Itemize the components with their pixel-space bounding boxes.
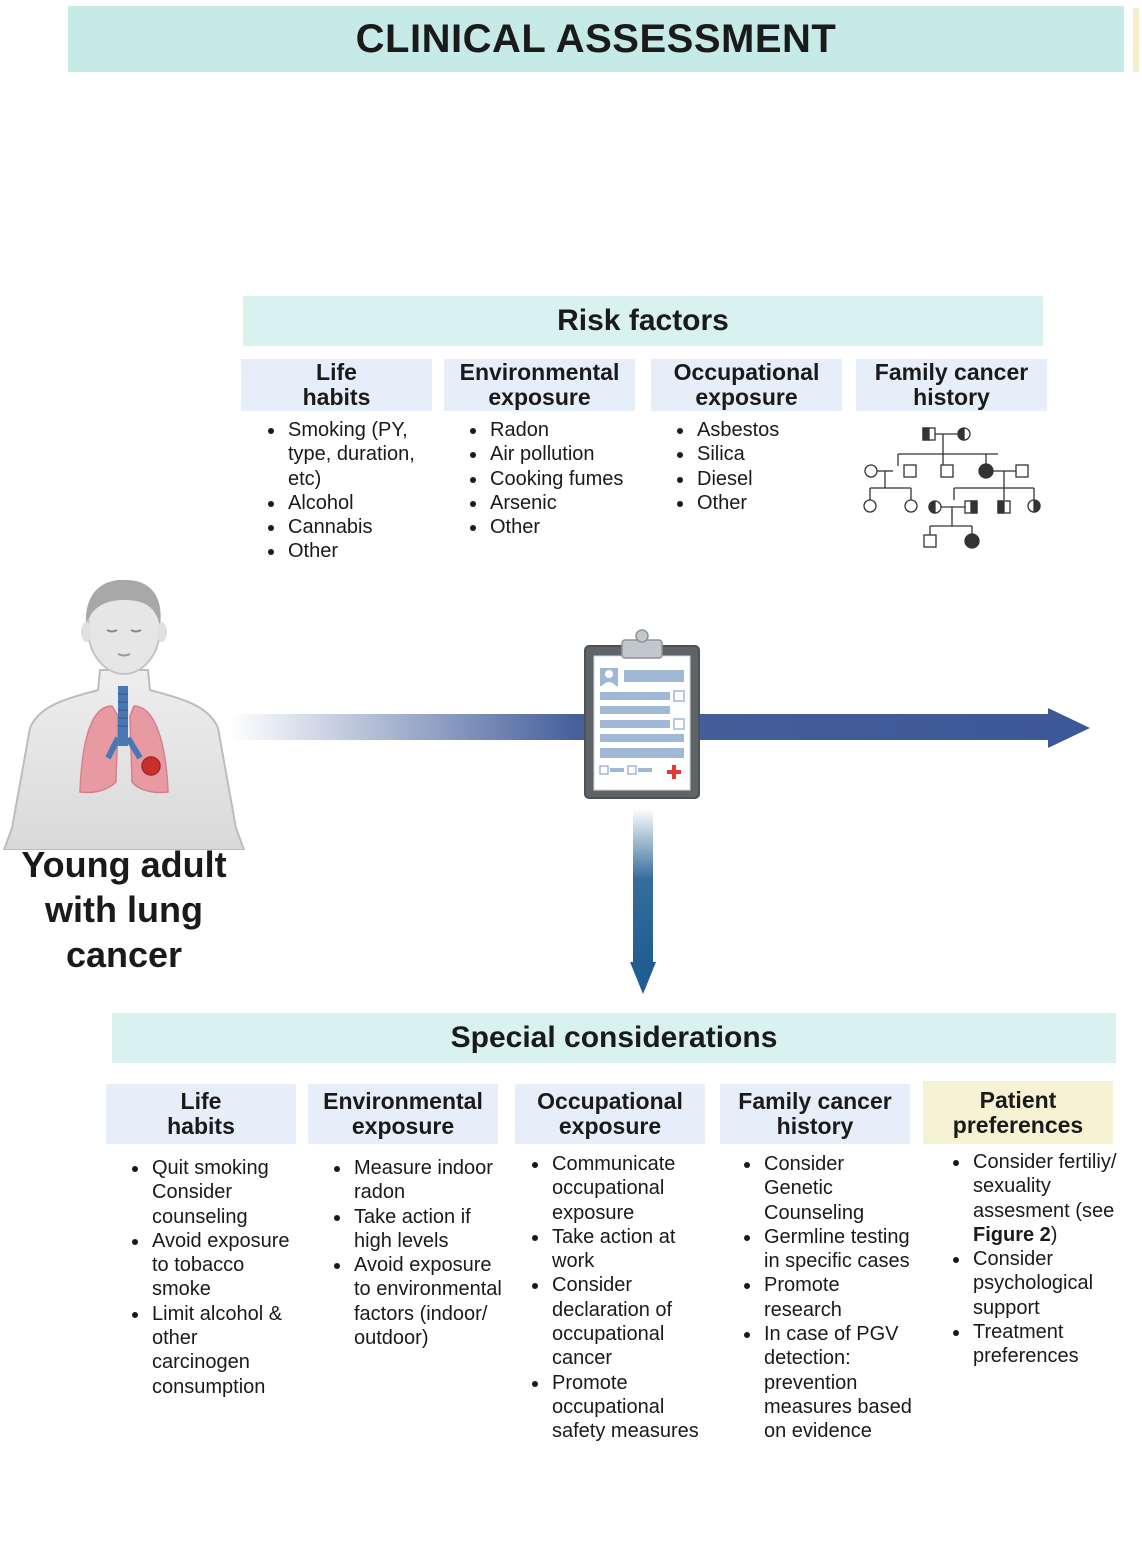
special-header-family-history: Family cancer history xyxy=(720,1084,910,1144)
risk-header-environmental: Environmental exposure xyxy=(444,359,635,411)
list-item: Consider Genetic Counseling xyxy=(762,1152,912,1225)
title-banner: CLINICAL ASSESSMENT xyxy=(68,6,1124,72)
risk-list-life-habits: Smoking (PY, type, duration, etc) Alcoho… xyxy=(264,418,446,564)
page-title: CLINICAL ASSESSMENT xyxy=(355,16,837,61)
risk-list-occupational: Asbestos Silica Diesel Other xyxy=(673,418,855,515)
list-item: Other xyxy=(286,539,446,563)
list-item: Arsenic xyxy=(488,491,648,515)
figure-reference: (see Figure 2) xyxy=(973,1199,1115,1246)
special-considerations-title: Special considerations xyxy=(450,1021,778,1054)
list-item: Silica xyxy=(695,442,855,466)
special-list-environmental: Measure indoor radon Take action if high… xyxy=(330,1156,502,1350)
special-header-life-habits: Life habits xyxy=(106,1084,296,1144)
risk-header-occupational: Occupational exposure xyxy=(651,359,842,411)
patient-label: Young adult with lung cancer xyxy=(21,844,227,975)
pedigree-chart-icon xyxy=(863,427,1041,549)
list-item: Cannabis xyxy=(286,515,446,539)
list-item: Take action at work xyxy=(550,1225,702,1274)
special-list-life-habits: Quit smoking Consider counseling Avoid e… xyxy=(128,1156,300,1399)
list-item: Promote occupational safety measures xyxy=(550,1371,702,1444)
patient-body-illustration xyxy=(2,579,246,850)
list-item: Smoking (PY, type, duration, etc) xyxy=(286,418,446,491)
list-item: Cooking fumes xyxy=(488,467,648,491)
list-item: Alcohol xyxy=(286,491,446,515)
list-item-text: Consider fertiliy/ sexuality assesment xyxy=(973,1151,1117,1222)
special-header-environmental: Environmental exposure xyxy=(308,1084,498,1144)
list-item: Take action if high levels xyxy=(352,1205,502,1254)
list-item: Other xyxy=(488,515,648,539)
list-item: Quit smoking Consider counseling xyxy=(150,1156,300,1229)
list-item: In case of PGV detection: prevention mea… xyxy=(762,1322,912,1443)
list-item: Promote research xyxy=(762,1273,912,1322)
vertical-flow-arrow xyxy=(630,808,656,994)
special-list-patient-preferences: Consider fertiliy/ sexuality assesment (… xyxy=(949,1150,1121,1369)
special-considerations-banner: Special considerations xyxy=(112,1013,1116,1063)
list-item: Consider declaration of occupational can… xyxy=(550,1273,702,1370)
list-item: Measure indoor radon xyxy=(352,1156,502,1205)
list-item: Limit alcohol & other carcinogen consump… xyxy=(150,1302,300,1399)
risk-header-life-habits: Life habits xyxy=(241,359,432,411)
list-item: Consider psychological support xyxy=(971,1247,1121,1320)
list-item: Germline testing in specific cases xyxy=(762,1225,912,1274)
risk-factors-banner: Risk factors xyxy=(243,296,1043,346)
list-item: Treatment preferences xyxy=(971,1320,1121,1369)
clipboard-icon xyxy=(584,629,700,799)
list-item: Asbestos xyxy=(695,418,855,442)
risk-list-environmental: Radon Air pollution Cooking fumes Arseni… xyxy=(466,418,648,539)
list-item: Avoid exposure to environmental factors … xyxy=(352,1253,502,1350)
special-header-patient-preferences: Patient preferences xyxy=(923,1081,1113,1144)
title-edge-decoration xyxy=(1133,8,1139,72)
special-list-occupational: Communicate occupational exposure Take a… xyxy=(528,1152,702,1444)
list-item: Diesel xyxy=(695,467,855,491)
special-header-occupational: Occupational exposure xyxy=(515,1084,705,1144)
red-cross-icon xyxy=(667,765,681,779)
list-item: Consider fertiliy/ sexuality assesment (… xyxy=(971,1150,1121,1247)
list-item: Other xyxy=(695,491,855,515)
list-item: Communicate occupational exposure xyxy=(550,1152,702,1225)
risk-header-family-history: Family cancer history xyxy=(856,359,1047,411)
risk-factors-title: Risk factors xyxy=(557,304,729,337)
special-list-family-history: Consider Genetic Counseling Germline tes… xyxy=(740,1152,912,1444)
list-item: Air pollution xyxy=(488,442,648,466)
list-item: Avoid exposure to tobacco smoke xyxy=(150,1229,300,1302)
list-item: Radon xyxy=(488,418,648,442)
